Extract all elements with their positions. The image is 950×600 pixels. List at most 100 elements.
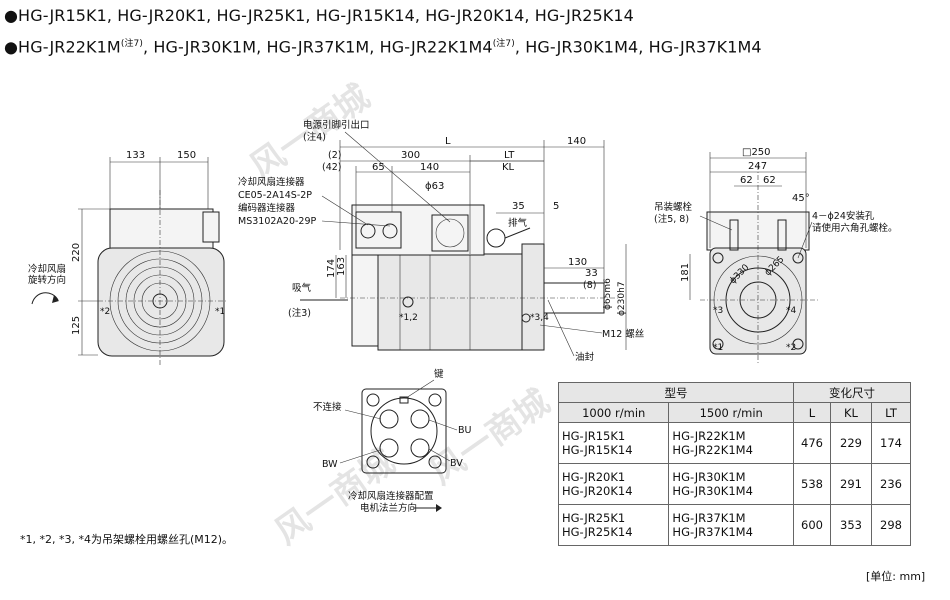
mark-star-2: *2 — [100, 307, 110, 317]
intake-note: (注3) — [288, 307, 311, 319]
pin-bv — [410, 438, 430, 458]
dim-35: 35 — [512, 201, 525, 212]
key-slot — [399, 396, 409, 404]
oil-seal-label: 油封 — [575, 351, 595, 363]
heading-line-2-part-b: , HG-JR30K1M, HG-JR37K1M, HG-JR22K1M4 — [142, 37, 493, 57]
dim-250: □250 — [742, 147, 771, 158]
fan-rotation-label: 冷却风扇 — [28, 263, 66, 275]
heading-line-1: ●HG-JR15K1, HG-JR20K1, HG-JR25K1, HG-JR1… — [4, 6, 634, 25]
heading-line-2-part-c: , HG-JR30K1M4, HG-JR37K1M4 — [514, 37, 762, 57]
footnote: *1, *2, *3, *4为吊架螺栓用螺丝孔(M12)。 — [20, 533, 234, 546]
value-LT: 298 — [871, 504, 911, 546]
flange-view: □250 247 62 62 45° 吊装螺栓 (注5, 8) 4－ϕ24安装孔… — [654, 147, 898, 365]
dim-247: 247 — [748, 161, 767, 172]
intake-label: 吸气 — [292, 282, 312, 294]
dim-62-left: 62 — [740, 175, 753, 186]
dim-140: 140 — [420, 162, 439, 173]
col-KL-header: KL — [830, 402, 872, 423]
col-model-header: 型号 — [558, 382, 794, 403]
dim-shaft-dia: ϕ65m6 — [603, 278, 613, 310]
note-7-mark-b: (注7) — [492, 39, 515, 49]
bolt-label: M12 螺丝 — [602, 328, 644, 340]
terminal-box — [109, 208, 214, 250]
key-label: 键 — [434, 368, 444, 380]
pin-bu-label: BU — [458, 425, 472, 436]
connector-block — [355, 211, 402, 249]
rear-view: 133 150 220 125 冷却风扇 旋转方向 *2 *1 — [28, 150, 228, 365]
mark-star-4: *4 — [786, 306, 797, 316]
connector-pin-view: 键 不连接 BU BW BV 冷却风扇连接器配置 电机法兰方向 — [313, 368, 472, 514]
power-outlet-note: (注4) — [303, 131, 326, 143]
not-connected-label: 不连接 — [313, 401, 342, 413]
encoder-connector — [382, 223, 398, 239]
pin-bw — [379, 438, 399, 458]
dim-150: 150 — [177, 150, 196, 161]
fan-connector-label: 冷却风扇连接器 — [238, 176, 305, 188]
direction-arrowhead-icon — [436, 504, 442, 512]
exhaust-arrow-icon — [504, 227, 531, 239]
pin-bv-label: BV — [450, 458, 463, 469]
eyebolt-label: 吊装螺栓 — [654, 201, 693, 213]
mounting-holes-label: 4－ϕ24安装孔 — [812, 210, 875, 222]
rotation-arrowhead-icon — [52, 295, 59, 303]
dim-2: (2) — [328, 150, 341, 161]
dim-L: L — [445, 136, 451, 147]
dim-KL: KL — [502, 162, 515, 173]
dim-181: 181 — [680, 263, 691, 282]
dim-65: 65 — [372, 162, 385, 173]
dim-220: 220 — [71, 243, 82, 262]
dim-5: 5 — [553, 201, 559, 212]
dim-133: 133 — [126, 150, 145, 161]
col-1500rpm-header: 1500 r/min — [668, 402, 794, 423]
encoder-connector-label: 编码器连接器 — [238, 202, 296, 214]
dim-LT: LT — [504, 150, 515, 161]
fan-rotation-label-2: 旋转方向 — [28, 274, 66, 286]
connector-caption: 冷却风扇连接器配置 — [348, 490, 434, 502]
eye-bolt-side — [486, 228, 506, 248]
pin-nc — [379, 409, 399, 429]
terminal-cap — [202, 211, 220, 243]
dim-125: 125 — [71, 316, 82, 335]
mark-star-34: *3,4 — [530, 313, 549, 323]
dim-phi63: ϕ63 — [425, 181, 444, 192]
exhaust-label: 排气 — [508, 217, 528, 229]
dim-flange-dia: ϕ230h7 — [617, 281, 627, 316]
value-LT: 236 — [871, 463, 911, 505]
mark-star-2-front: *2 — [786, 343, 796, 353]
fan-housing — [97, 247, 225, 357]
value-L: 538 — [793, 463, 831, 505]
heading-line-2-part-a: ●HG-JR22K1M — [4, 37, 121, 57]
mark-star-3: *3 — [713, 306, 723, 316]
dimension-table: 型号 变化尺寸 1000 r/min 1500 r/min L KL LT HG… — [557, 382, 911, 546]
value-KL: 291 — [830, 463, 872, 505]
value-L: 476 — [793, 422, 831, 464]
dim-45deg: 45° — [792, 193, 810, 204]
terminal-box-side — [351, 204, 485, 256]
flange-direction-label: 电机法兰方向 — [360, 502, 417, 514]
mounting-holes-note: 请使用六角孔螺栓。 — [812, 222, 898, 234]
unit-label: [单位: mm] — [866, 570, 926, 583]
fan-connector — [360, 223, 376, 239]
power-outlet-label: 电源引脚引出口 — [303, 119, 370, 131]
value-L: 600 — [793, 504, 831, 546]
dim-130: 130 — [568, 257, 587, 268]
value-LT: 174 — [871, 422, 911, 464]
connector-face — [370, 397, 438, 465]
dim-62-right: 62 — [763, 175, 776, 186]
flange-side — [521, 243, 545, 351]
eye-bolt-left — [729, 219, 739, 251]
mark-star-12: *1,2 — [399, 313, 418, 323]
fan-connector-model: CE05-2A14S-2P — [238, 190, 312, 201]
dim-174: 174 — [326, 259, 337, 278]
col-dims-header: 变化尺寸 — [793, 382, 911, 403]
note-7-mark-a: (注7) — [120, 39, 143, 49]
col-L-header: L — [793, 402, 831, 423]
pin-bw-label: BW — [322, 459, 338, 470]
value-KL: 353 — [830, 504, 872, 546]
